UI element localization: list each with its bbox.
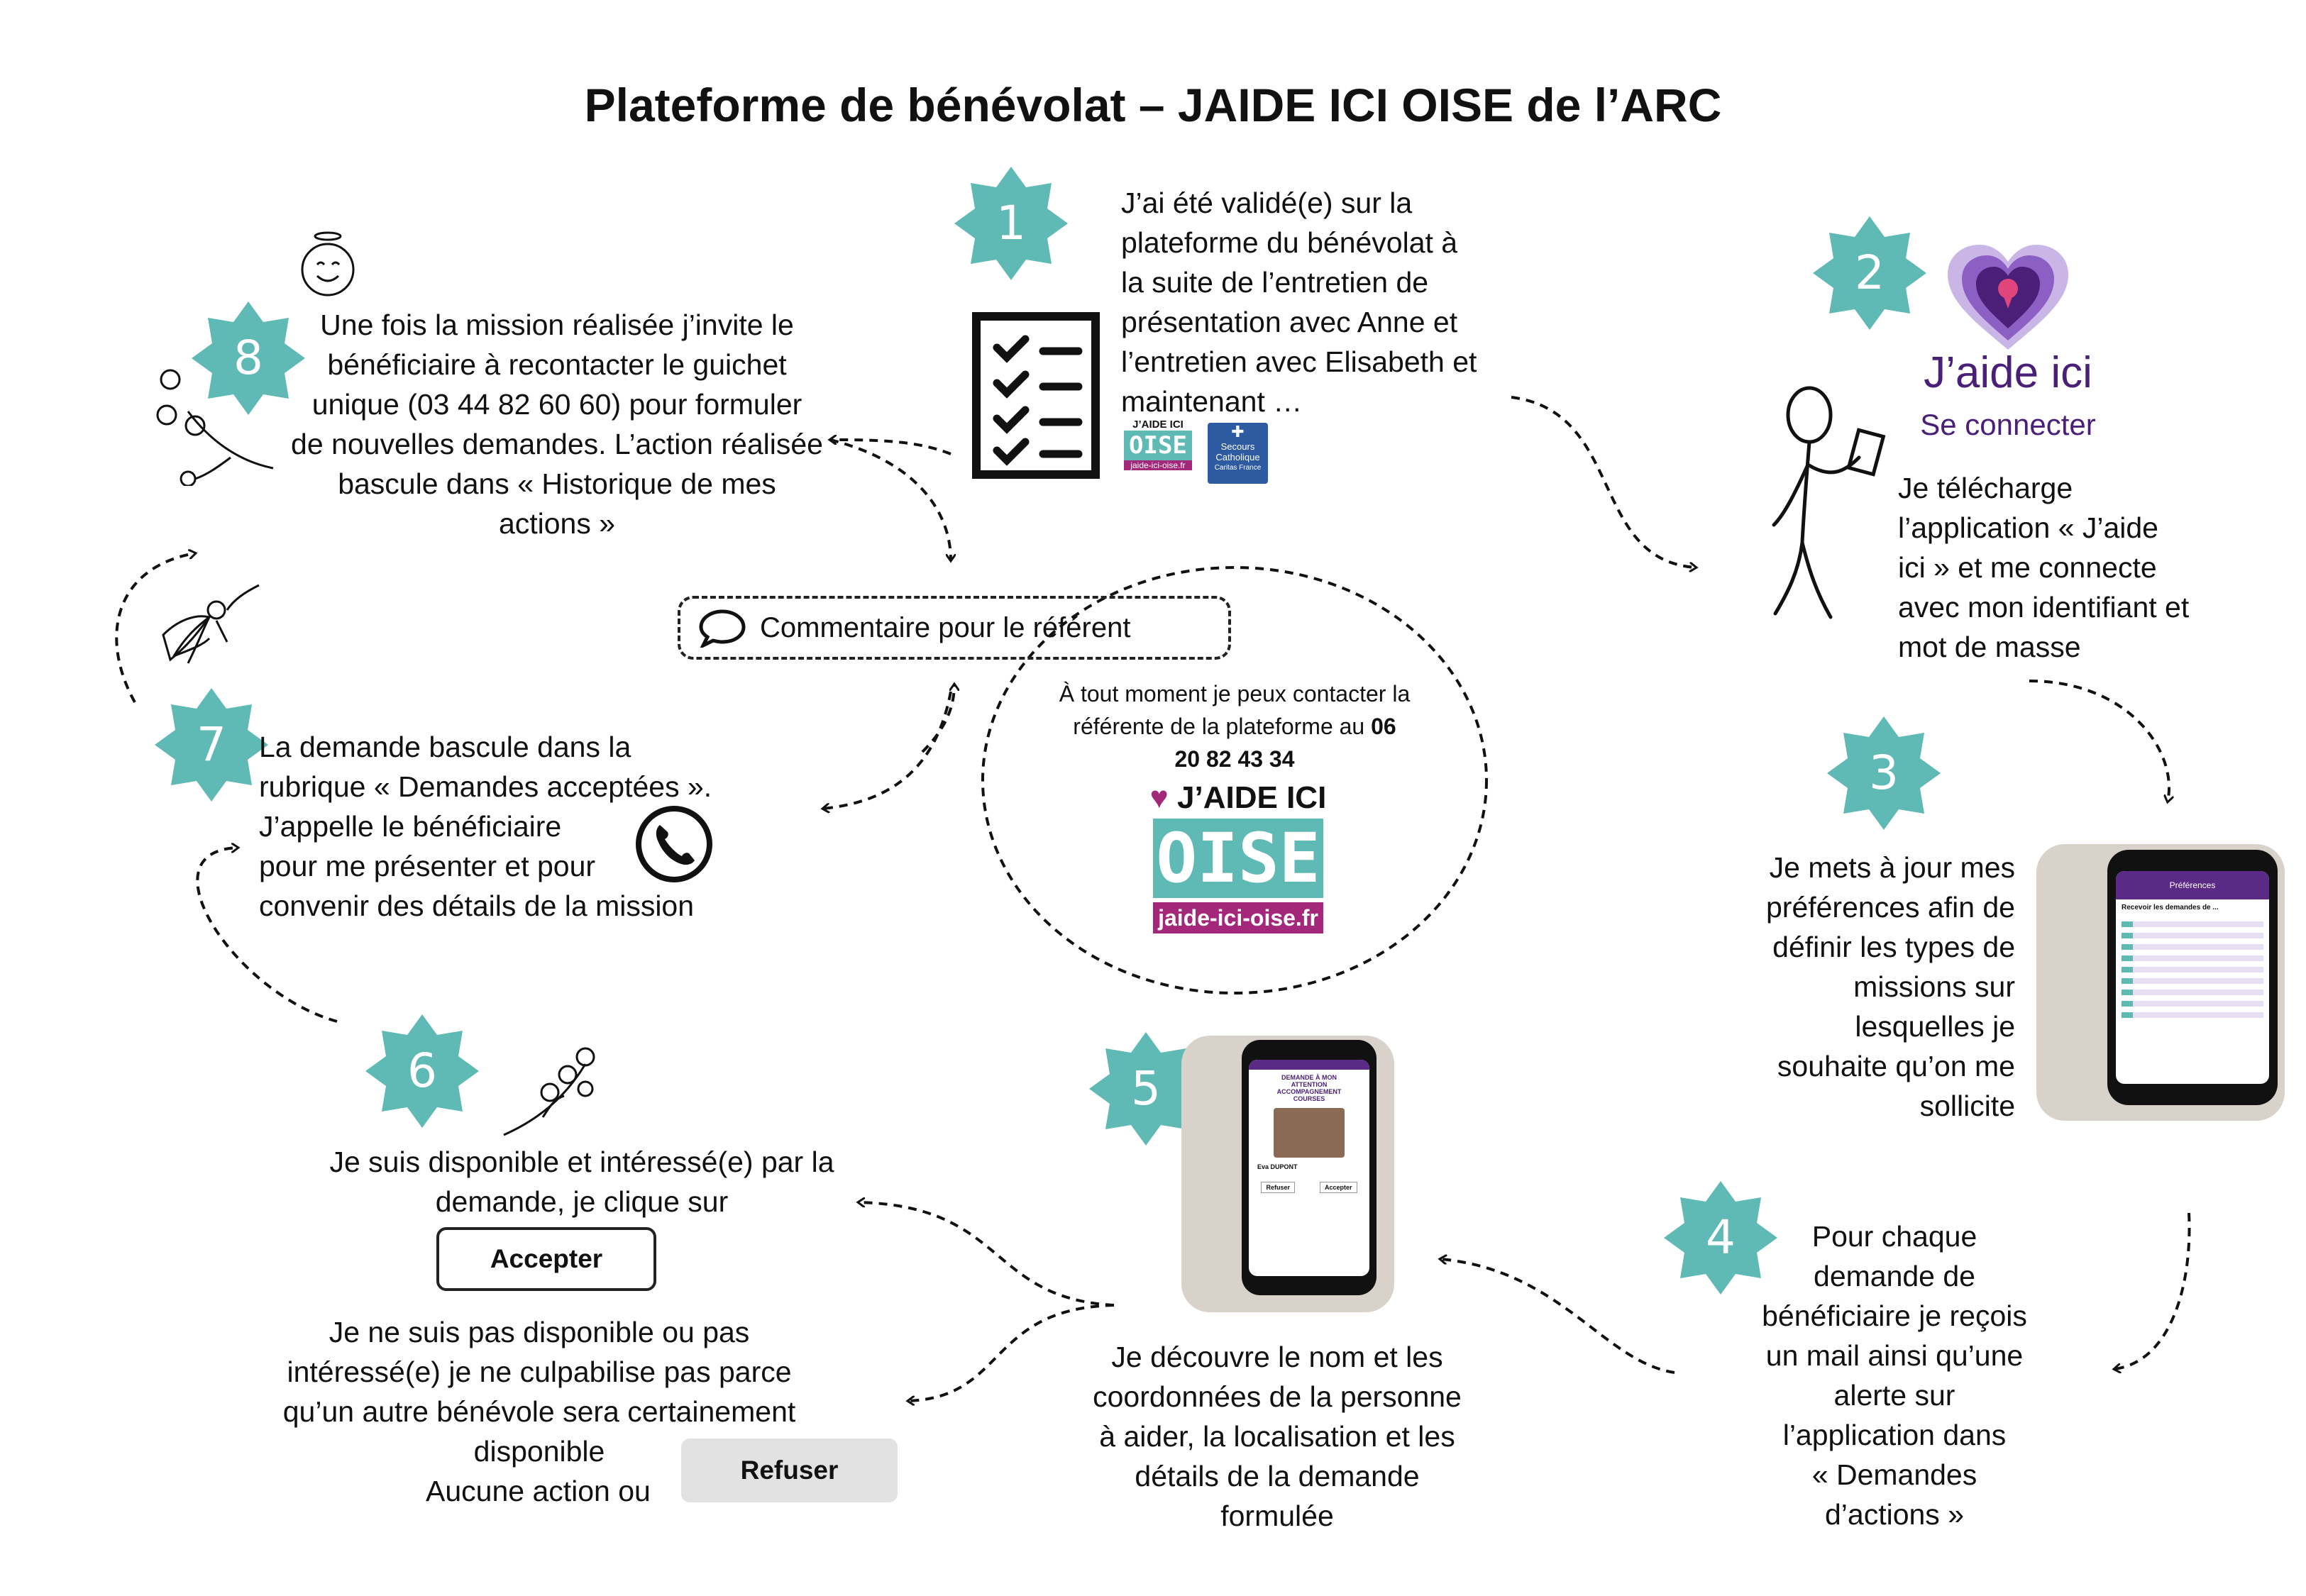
arrow-6-7 — [196, 848, 338, 1023]
step-3-badge: 3 — [1827, 716, 1941, 830]
app-logo-name: J’aide ici — [1924, 348, 2092, 397]
arrow-comment-7 — [823, 691, 952, 809]
page-title: Plateforme de bénévolat – JAIDE ICI OISE… — [584, 79, 1722, 131]
comment-label: Commentaire pour le référent — [760, 611, 1131, 643]
comment-box[interactable]: Commentaire pour le référent — [678, 596, 1231, 660]
arrow-2-3 — [2029, 680, 2169, 802]
flower-branch-icon — [145, 369, 277, 487]
phone5-accept-button[interactable]: Accepter — [1319, 1182, 1357, 1193]
step-1-badge: 1 — [954, 167, 1068, 280]
arrow-1-2 — [1511, 396, 1696, 567]
step-6-accept-text: Je suis disponible et intéressé(e) par l… — [329, 1146, 834, 1218]
accept-button[interactable]: Accepter — [436, 1227, 656, 1291]
phone5-refuse-button[interactable]: Refuser — [1261, 1182, 1295, 1193]
step-5-badge: 5 — [1089, 1032, 1203, 1146]
arrow-7-8 — [115, 553, 195, 703]
phone5-line: COURSES — [1293, 1095, 1325, 1102]
step-4-badge: 4 — [1664, 1181, 1777, 1295]
arrow-8-comment — [829, 438, 951, 560]
heart-pin-icon — [1948, 245, 2068, 351]
phone3-subheader: Recevoir les demandes de ... — [2122, 904, 2219, 911]
flower-branch-icon — [500, 1036, 607, 1142]
step-8-text: Une fois la mission réalisée j’invite le… — [291, 309, 823, 540]
step-2-badge: 2 — [1813, 216, 1926, 330]
jaide-ici-oise-logo-small: J’AIDE ICI OISE jaide-ici-oise.fr — [1122, 419, 1193, 470]
step-6-badge: 6 — [365, 1014, 479, 1128]
jaide-ici-oise-logo: ♥ J’AIDE ICI OISE jaide-ici-oise.fr — [1149, 780, 1327, 933]
arrow-5-6b — [908, 1304, 1115, 1401]
connect-link[interactable]: Se connecter — [1920, 408, 2096, 441]
contact-text: À tout moment je peux contacter la référ… — [1059, 681, 1411, 772]
phone-preferences-image: Préférences Recevoir les demandes de ... — [2036, 844, 2285, 1121]
arrow-comment-8 — [830, 440, 951, 455]
phone5-line: DEMANDE À MON — [1281, 1074, 1337, 1081]
phone5-person: Eva DUPONT — [1257, 1163, 1298, 1170]
contact-ellipse — [981, 566, 1488, 994]
step-8-badge: 8 — [192, 301, 305, 415]
step-6-refuse-text-last: Aucune action ou — [426, 1475, 651, 1507]
arrow-5-6a — [859, 1202, 1115, 1307]
smiley-icon — [294, 231, 362, 298]
phone5-line: ATTENTION — [1291, 1081, 1328, 1088]
phone-request-image: DEMANDE À MON ATTENTION ACCOMPAGNEMENT C… — [1181, 1036, 1394, 1312]
phone3-header: Préférences — [2116, 871, 2269, 899]
phone-call-icon — [635, 805, 713, 883]
refuse-button[interactable]: Refuser — [681, 1439, 898, 1502]
phone5-photo — [1274, 1108, 1345, 1158]
arrow-3-4 — [2114, 1212, 2191, 1369]
speech-bubble-icon — [699, 609, 746, 648]
stick-figure-icon — [1760, 379, 1902, 624]
checklist-icon — [972, 312, 1100, 479]
step-7-badge: 7 — [155, 688, 268, 802]
phone5-line: ACCOMPAGNEMENT — [1276, 1088, 1342, 1095]
superhero-icon — [160, 578, 266, 670]
